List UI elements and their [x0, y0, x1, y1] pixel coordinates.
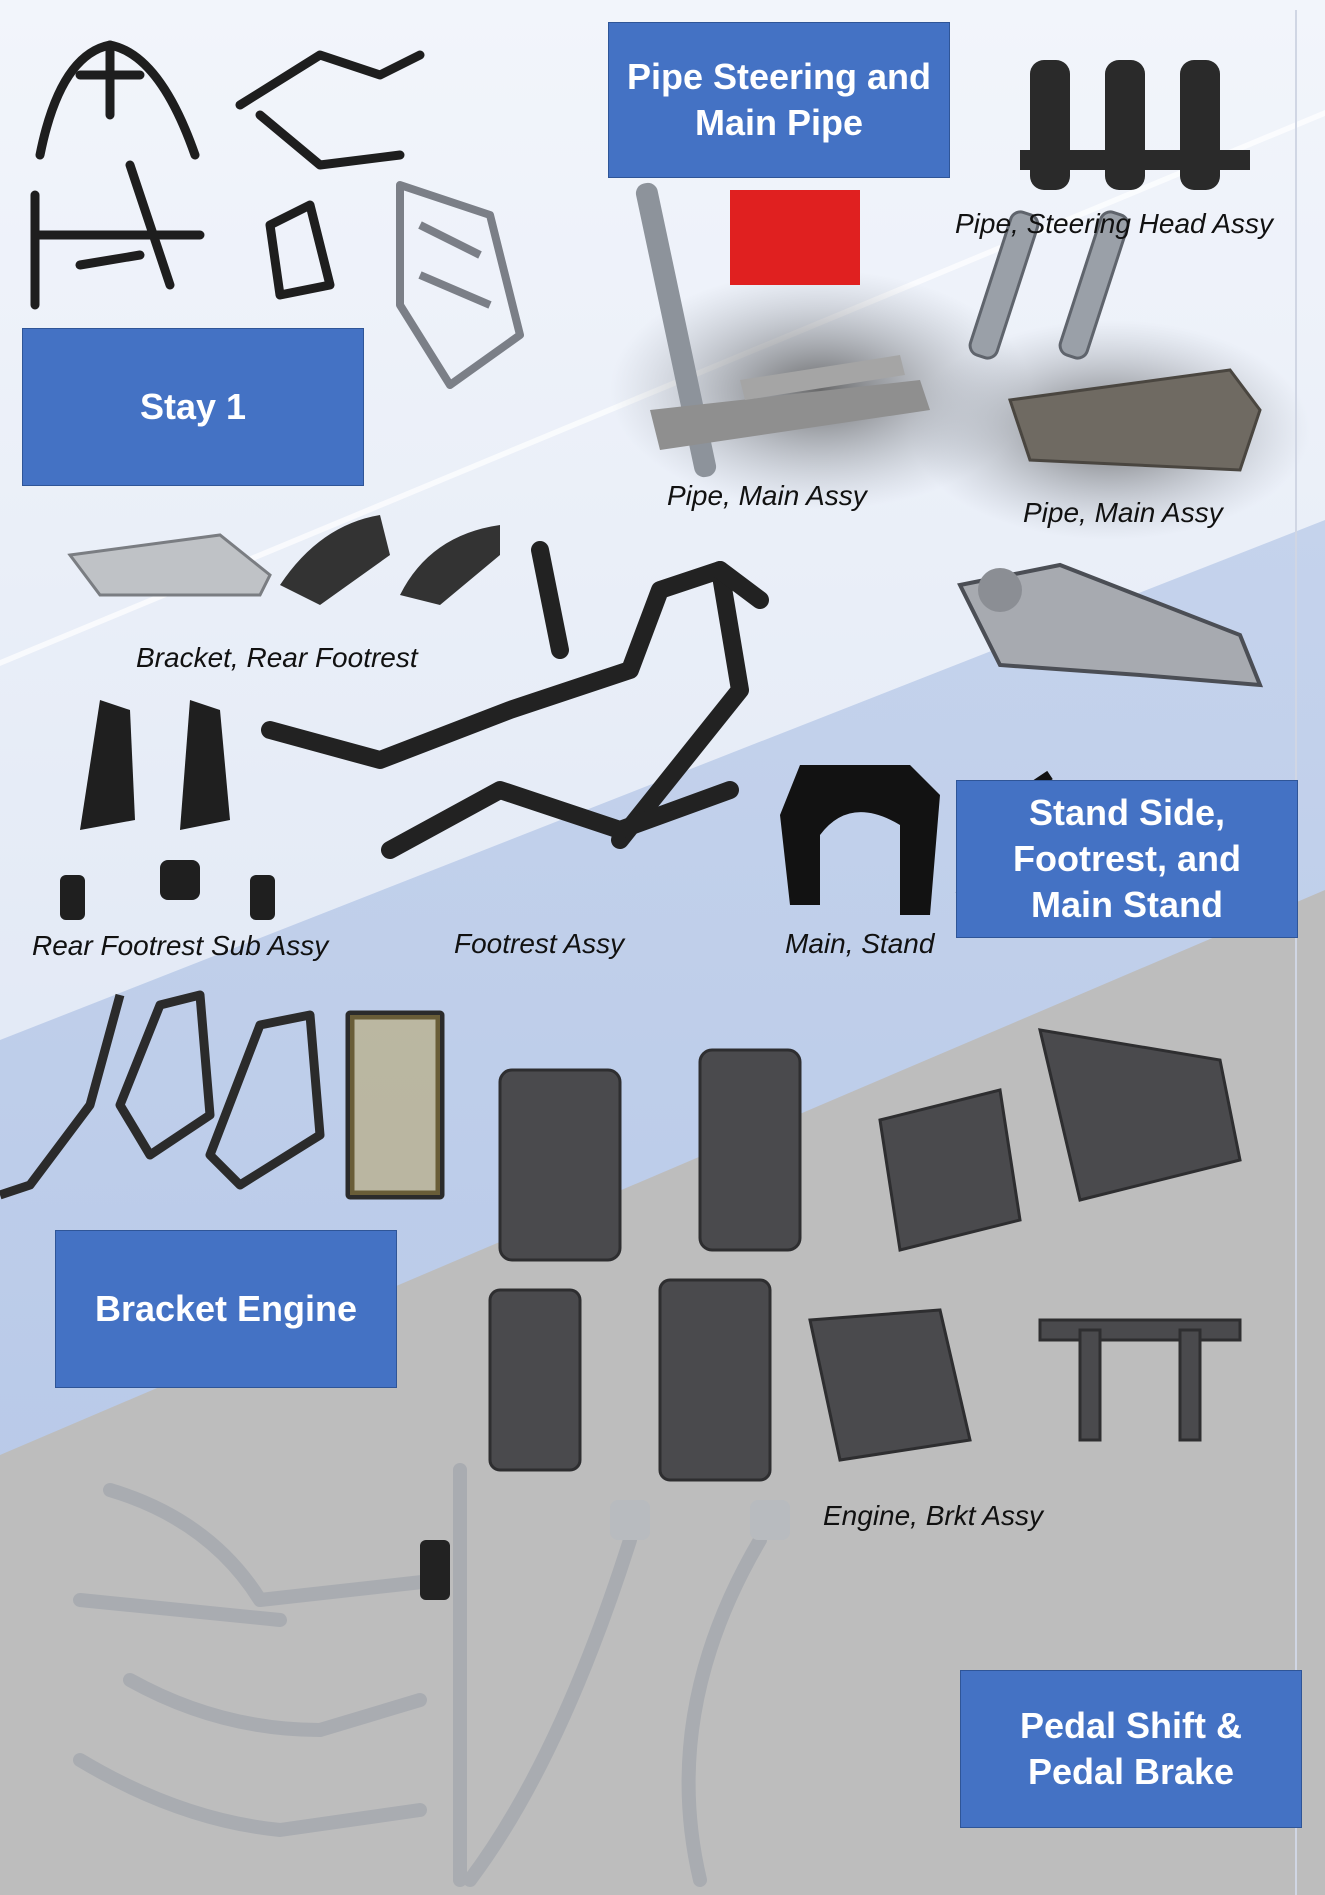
- section-title-bracket-engine: Bracket Engine: [55, 1230, 397, 1388]
- caption-footrest-assy: Footrest Assy: [454, 928, 625, 959]
- pipe-steering-head-assy-icon: [968, 210, 1130, 360]
- caption-bracket-rear-footrest: Bracket, Rear Footrest: [136, 642, 418, 673]
- pedal-shift-brake-icon: [73, 1463, 790, 1887]
- bracket-engine-parts-icon: [0, 990, 445, 1200]
- caption-pipe-main-assy-2: Pipe, Main Assy: [1023, 497, 1223, 528]
- section-title-stand: Stand Side, Footrest, and Main Stand: [956, 780, 1298, 938]
- section-title-pipe-steering: Pipe Steering and Main Pipe: [608, 22, 950, 178]
- pipe-steering-head-icon: [1020, 60, 1250, 190]
- section-title-pedal: Pedal Shift & Pedal Brake: [960, 1670, 1302, 1828]
- engine-brkt-assy-icon: [488, 1028, 1242, 1482]
- frame-part-icon: [957, 562, 1264, 688]
- stay-parts-icon: [30, 40, 524, 389]
- caption-pipe-main-assy-1: Pipe, Main Assy: [667, 480, 867, 511]
- right-border: [1295, 10, 1297, 1895]
- footrest-assy-icon: [261, 541, 769, 859]
- caption-rear-footrest-sub-assy: Rear Footrest Sub Assy: [32, 930, 329, 961]
- caption-main-stand: Main, Stand: [785, 928, 935, 959]
- pipe-main-icon: [635, 182, 930, 478]
- bracket-rear-footrest-icon: [67, 515, 500, 605]
- caption-pipe-steering-head-assy: Pipe, Steering Head Assy: [955, 208, 1274, 239]
- section-title-stay: Stay 1: [22, 328, 364, 486]
- pipe-main-assy-2-icon: [1008, 368, 1262, 472]
- caption-engine-brkt-assy: Engine, Brkt Assy: [823, 1500, 1043, 1531]
- rear-footrest-sub-assy-icon: [60, 700, 275, 920]
